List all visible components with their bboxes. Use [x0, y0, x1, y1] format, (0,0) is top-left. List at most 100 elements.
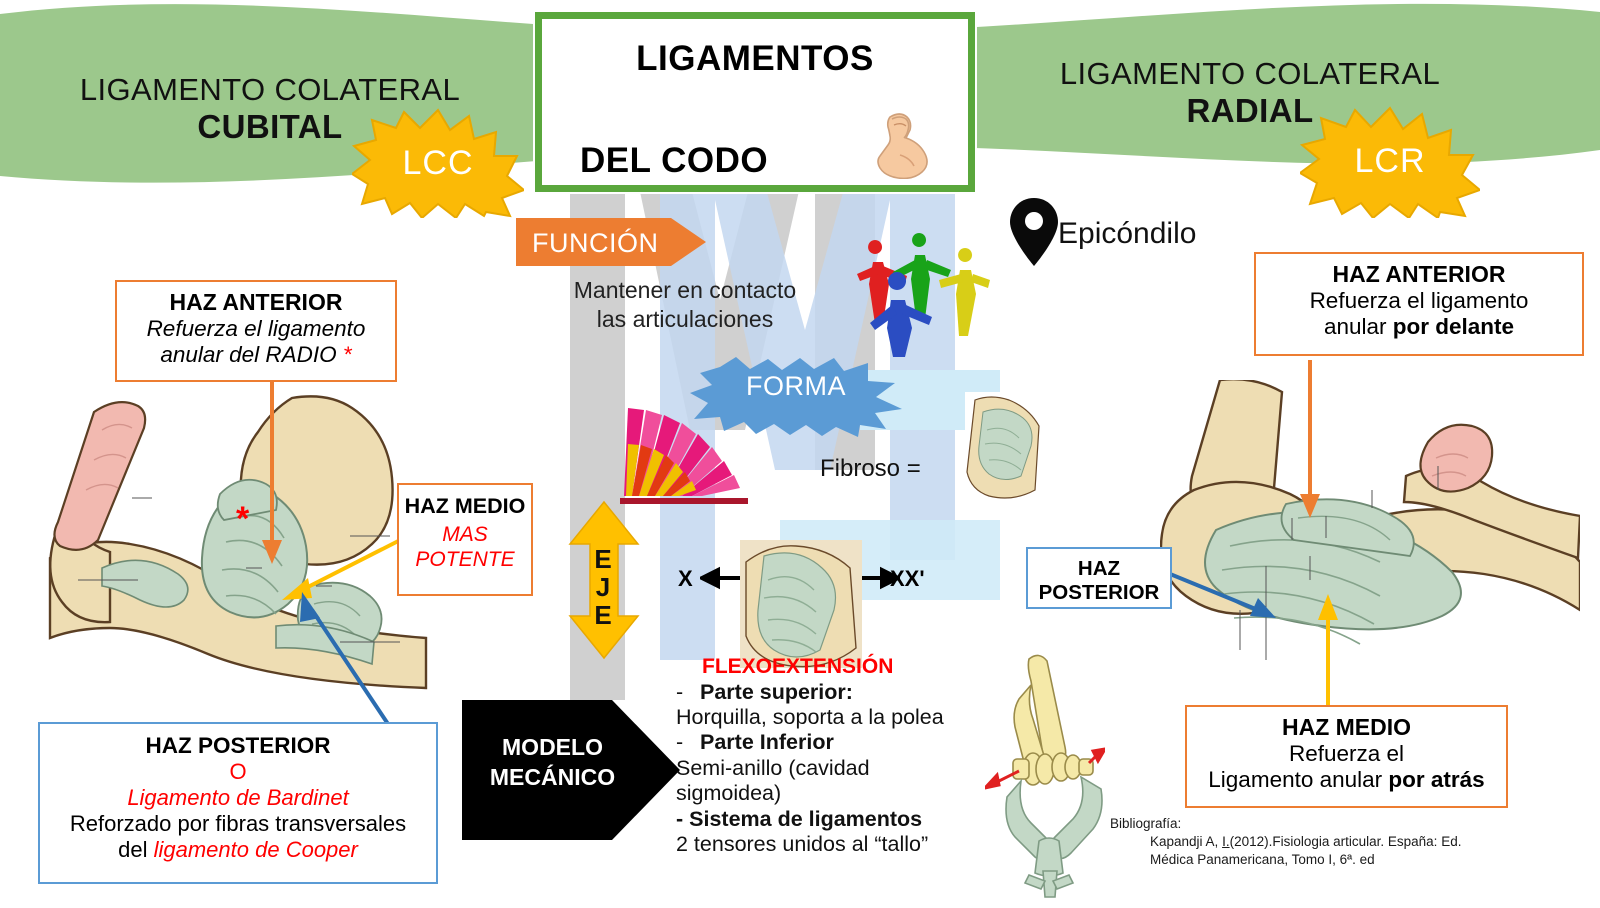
modelo-line1: MODELO	[502, 734, 603, 760]
eje-double-arrow	[568, 500, 640, 660]
flexoextension-block: FLEXOEXTENSIÓN -Parte superior: Horquill…	[676, 655, 976, 857]
callout-left-anterior: HAZ ANTERIOR Refuerza el ligamento anula…	[115, 280, 397, 382]
callout-right-anterior: HAZ ANTERIOR Refuerza el ligamento anula…	[1254, 252, 1584, 356]
right-anterior-leader-arrow	[1300, 360, 1320, 518]
callout-right-medio-title: HAZ MEDIO	[1281, 714, 1412, 740]
callout-left-anterior-line2: anular del RADIO *	[117, 342, 395, 368]
callout-left-medio-title: HAZ MEDIO	[404, 494, 526, 518]
callout-left-anterior-line1: Refuerza el ligamento	[146, 315, 366, 341]
bibliography-line1-a: Kapandji A,	[1150, 834, 1223, 850]
callout-left-medio-line2: POTENTE	[415, 547, 515, 571]
forma-burst-label: FORMA	[746, 371, 846, 401]
callout-left-medio: HAZ MEDIO MAS POTENTE	[397, 483, 533, 596]
badge-lcc: LCC	[350, 108, 526, 220]
callout-right-medio: HAZ MEDIO Refuerza el Ligamento anular p…	[1185, 705, 1508, 808]
header-right-title: LIGAMENTO COLATERAL RADIAL	[1020, 56, 1480, 130]
left-anterior-leader-arrow	[262, 376, 282, 564]
teamwork-people-icon	[857, 233, 990, 357]
page-title-line2: DEL CODO	[580, 141, 769, 180]
callout-right-anterior-line2-em: por delante	[1392, 314, 1515, 340]
callout-left-posterior-line3-pre: del	[118, 836, 154, 862]
bibliography-line1: Kapandji A, I.(2012).Fisiologia articula…	[1110, 833, 1461, 851]
callout-left-medio-line1: MAS	[442, 523, 488, 547]
fibroso-label: Fibroso =	[820, 455, 921, 482]
callout-right-anterior-line1: Refuerza el ligamento	[1309, 287, 1529, 313]
forma-burst	[690, 355, 902, 437]
callout-left-posterior-line2: Reforzado por fibras transversales	[69, 810, 407, 836]
callout-left-posterior-o: O	[229, 759, 247, 785]
callout-right-medio-line2: Ligamento anular por atrás	[1187, 767, 1506, 793]
flexo-item1-label: Parte superior:	[700, 679, 853, 704]
starburst-shape	[350, 108, 526, 220]
funcion-banner-label: FUNCIÓN	[532, 228, 659, 258]
callout-left-anterior-line2-text: anular del RADIO	[160, 342, 337, 368]
flexo-item3-label: - Sistema de ligamentos	[676, 806, 923, 831]
flexo-item2-label: Parte Inferior	[700, 730, 834, 755]
callout-right-anterior-title: HAZ ANTERIOR	[1332, 261, 1506, 287]
bibliography-line1-underlined: I.	[1222, 834, 1230, 850]
epicondilo-label: Epicóndilo	[1058, 217, 1197, 250]
callout-right-anterior-line2-pre: anular	[1323, 314, 1393, 340]
callout-left-anterior-asterisk: *	[342, 342, 352, 368]
callout-left-posterior-line1: Ligamento de Bardinet	[127, 785, 349, 811]
header-right-line2: RADIAL	[1186, 92, 1314, 129]
header-left-title: LIGAMENTO COLATERAL CUBITAL	[40, 72, 500, 146]
bibliography-heading: Bibliografía:	[1110, 816, 1182, 831]
left-posterior-leader-arrow	[300, 592, 390, 726]
right-elbow-anatomy-illustration	[1160, 380, 1580, 660]
funcion-text: Mantener en contacto las articulaciones	[520, 276, 850, 334]
bibliography: Bibliografía: Kapandji A, I.(2012).Fisio…	[1110, 815, 1461, 870]
badge-lcr-label: LCR	[1354, 142, 1426, 180]
callout-right-medio-line1: Refuerza el	[1288, 740, 1405, 766]
callout-left-anterior-title: HAZ ANTERIOR	[169, 289, 343, 315]
header-left-line2: CUBITAL	[197, 108, 343, 145]
badge-lcr: LCR	[1298, 106, 1482, 220]
modelo-line2: MECÁNICO	[489, 763, 616, 790]
callout-left-posterior: HAZ POSTERIOR O Ligamento de Bardinet Re…	[38, 722, 438, 884]
right-posterior-leader-arrow	[1170, 572, 1276, 618]
flexo-item2: -Parte Inferior	[676, 730, 834, 755]
mechanical-model-illustration	[985, 654, 1105, 898]
bibliography-line2: Médica Panamericana, Tomo I, 6ª. ed	[1150, 852, 1375, 868]
header-right-line1: LIGAMENTO COLATERAL	[1059, 56, 1441, 91]
elbow-ligament-thumbnail	[965, 392, 1053, 500]
modelo-mecanico-label: MODELO MECÁNICO	[470, 733, 635, 793]
funcion-banner	[516, 218, 706, 266]
badge-lcc-label: LCC	[402, 144, 474, 182]
fan-illustration	[620, 408, 748, 504]
flexed-biceps-icon	[870, 107, 942, 179]
header-left-line1: LIGAMENTO COLATERAL	[79, 72, 461, 107]
callout-left-posterior-line3: del ligamento de Cooper	[40, 837, 436, 863]
flexo-item3-text: 2 tensores unidos al “tallo”	[676, 831, 929, 856]
right-medio-leader-arrow	[1318, 594, 1338, 718]
callout-right-posterior-title-line2: POSTERIOR	[1038, 580, 1160, 604]
left-elbow-anatomy-illustration: *	[48, 395, 428, 690]
bibliography-line1-b: (2012).Fisiologia articular. España: Ed.	[1229, 834, 1462, 850]
flexo-item2-text-line2: sigmoidea)	[676, 781, 782, 806]
elbow-ligament-center-image	[740, 540, 862, 668]
page-title-line1: LIGAMENTOS	[636, 39, 874, 78]
callout-right-medio-line2-em: por atrás	[1388, 767, 1485, 793]
eje-char-j: J	[595, 572, 611, 603]
flexo-item2-text-line1: Semi-anillo (cavidad	[676, 755, 870, 780]
funcion-text-line1: Mantener en contacto	[573, 277, 797, 303]
callout-right-anterior-line2: anular por delante	[1256, 314, 1582, 340]
eje-char-e2: E	[594, 600, 612, 631]
starburst-shape	[1298, 106, 1482, 220]
callout-right-medio-line2-pre: Ligamento anular	[1208, 767, 1389, 793]
callout-right-posterior-title-line1: HAZ	[1077, 557, 1121, 580]
callout-left-posterior-line3-em: ligamento de Cooper	[153, 836, 358, 862]
map-pin-icon	[1010, 198, 1058, 266]
eje-char-e1: E	[594, 544, 612, 574]
starburst-shape	[690, 357, 902, 437]
modelo-mecanico-banner	[462, 700, 680, 840]
page-title-box: LIGAMENTOS DEL CODO	[535, 12, 975, 192]
axis-label-x: X	[678, 566, 693, 591]
flexo-item1: -Parte superior:	[676, 679, 853, 704]
funcion-text-line2: las articulaciones	[596, 305, 774, 332]
eje-label: E J E	[588, 545, 618, 629]
flexo-heading: FLEXOEXTENSIÓN	[702, 655, 894, 678]
red-asterisk-marker: *	[236, 500, 250, 538]
callout-right-posterior: HAZ POSTERIOR	[1026, 547, 1172, 609]
